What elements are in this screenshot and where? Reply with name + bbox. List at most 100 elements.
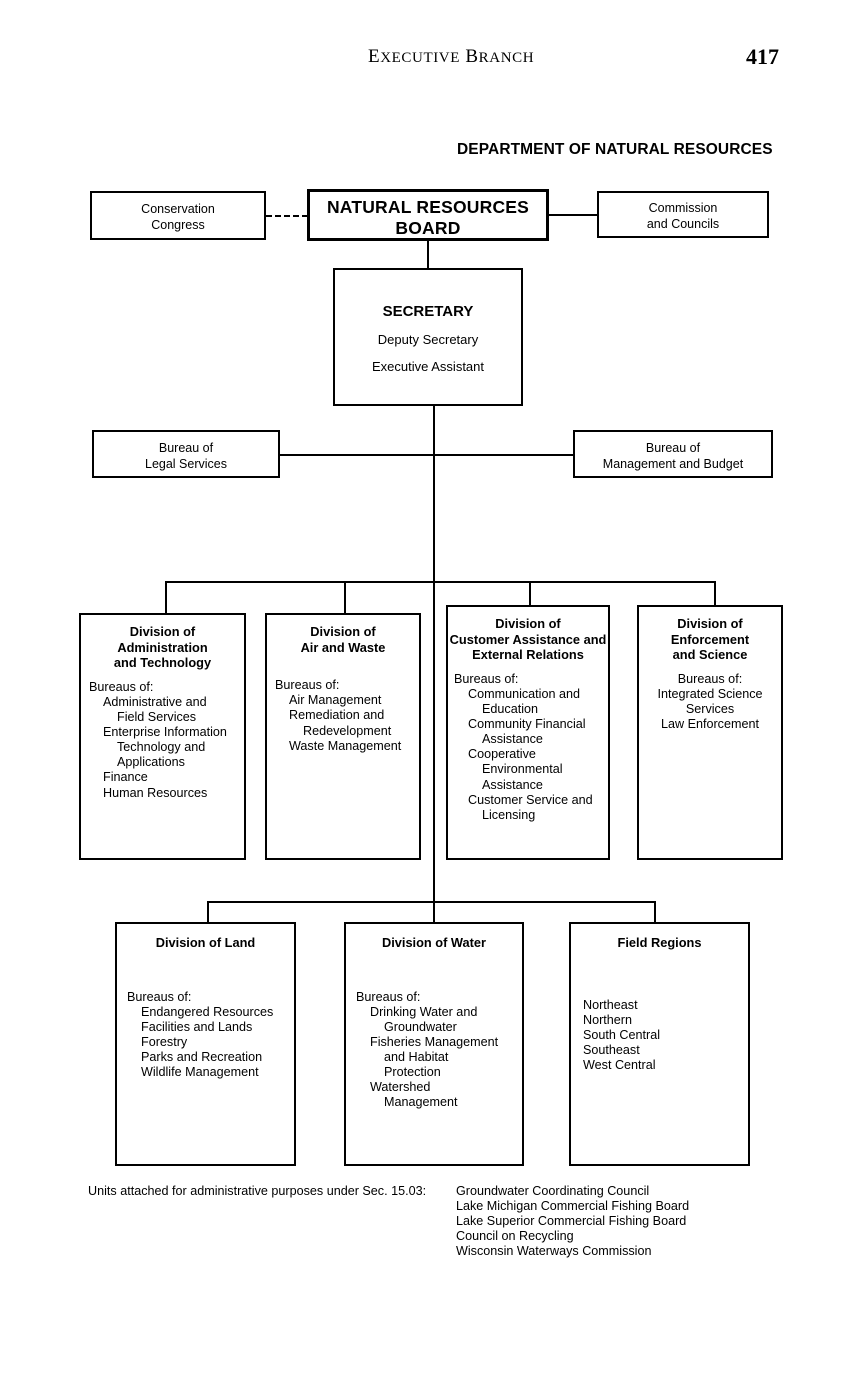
footnote-unit: Lake Michigan Commercial Fishing Board bbox=[456, 1198, 690, 1213]
division-title-line: and Science bbox=[672, 647, 748, 663]
bureau-item: South Central bbox=[583, 1027, 661, 1042]
bureaus-of-label: Bureaus of: bbox=[89, 679, 154, 694]
box-bureau-legal-services[interactable]: Bureau of Legal Services bbox=[92, 430, 280, 478]
bureau-item-continuation: Education bbox=[482, 702, 539, 717]
division-title-line: Air and Waste bbox=[300, 639, 386, 655]
conservation-congress-line2: Congress bbox=[151, 218, 205, 232]
division-title-line: Field Regions bbox=[617, 935, 702, 950]
box-commission-and-councils[interactable]: Commission and Councils bbox=[597, 191, 769, 238]
division-title: Field Regions bbox=[571, 935, 748, 951]
bureau-item-continuation: Groundwater bbox=[384, 1019, 457, 1034]
bureau-item-continuation: and Habitat bbox=[384, 1050, 449, 1065]
bureau-item: Wildlife Management bbox=[141, 1065, 259, 1080]
division-title-line: External Relations bbox=[472, 647, 584, 663]
bureau-item: Southeast bbox=[583, 1042, 640, 1057]
connector-drop-division-enforcement bbox=[714, 581, 716, 605]
footnote-unit: Lake Superior Commercial Fishing Board bbox=[456, 1213, 687, 1228]
connector-main-spine bbox=[433, 406, 435, 904]
bureau-item: Finance bbox=[103, 770, 148, 785]
connector-drop-division-customer-assistance bbox=[529, 581, 531, 605]
secretary-deputy: Deputy Secretary bbox=[377, 332, 479, 348]
footnote-unit: Groundwater Coordinating Council bbox=[456, 1184, 650, 1198]
box-natural-resources-board[interactable]: NATURAL RESOURCES BOARD bbox=[307, 189, 549, 241]
bureau-item-continuation: Assistance bbox=[482, 732, 543, 747]
connector-bus-row2 bbox=[207, 901, 655, 903]
box-secretary[interactable]: SECRETARY Deputy Secretary Executive Ass… bbox=[333, 268, 523, 406]
connector-drop-field-regions bbox=[654, 901, 656, 923]
chart-title: DEPARTMENT OF NATURAL RESOURCES bbox=[457, 141, 773, 158]
connector-drop-division-land bbox=[207, 901, 209, 923]
bureau-item-continuation: Licensing bbox=[482, 807, 536, 822]
running-head: EXECUTIVE BRANCH bbox=[368, 46, 534, 68]
division-title-line: Division of bbox=[310, 624, 376, 639]
bureaus-of-label: Bureaus of: bbox=[275, 678, 340, 693]
running-head-part-2: XECUTIVE bbox=[380, 50, 461, 66]
division-title-line: and Technology bbox=[113, 655, 212, 671]
running-head-part-4: RANCH bbox=[478, 50, 535, 66]
running-head-part-3: B bbox=[465, 46, 479, 67]
footnote-unit: Wisconsin Waterways Commission bbox=[456, 1243, 652, 1258]
bureau-item: Northeast bbox=[583, 997, 638, 1012]
division-title-line: Division of bbox=[129, 624, 196, 639]
bureau-item-continuation: Technology and bbox=[117, 740, 206, 755]
connector-drop-division-administration bbox=[165, 581, 167, 613]
bureau-item: Human Resources bbox=[103, 785, 208, 800]
footnote-label: Units attached for administrative purpos… bbox=[88, 1184, 427, 1198]
bureau-item-continuation: Redevelopment bbox=[303, 723, 392, 738]
box-division-water[interactable]: Division of Water Bureaus of:Drinking Wa… bbox=[344, 922, 524, 1166]
connector-drop-division-air-waste bbox=[344, 581, 346, 613]
bureau-item: Air Management bbox=[289, 693, 382, 708]
bureau-item: West Central bbox=[583, 1058, 656, 1073]
bureaus-of-label: Bureaus of: bbox=[356, 989, 421, 1004]
conservation-congress-line1: Conservation bbox=[141, 202, 215, 216]
box-bureau-management-budget[interactable]: Bureau of Management and Budget bbox=[573, 430, 773, 478]
bureaus-of-label: Bureaus of: bbox=[454, 671, 519, 686]
management-budget-line2: Management and Budget bbox=[602, 457, 744, 471]
footnote-unit: Council on Recycling bbox=[456, 1228, 574, 1243]
bureau-item-continuation: Protection bbox=[384, 1065, 441, 1080]
division-title-line: Customer Assistance and bbox=[449, 631, 607, 647]
connector-bus-row1 bbox=[165, 581, 716, 583]
running-head-part-1: E bbox=[368, 46, 381, 67]
division-title: Division of Land bbox=[117, 935, 294, 951]
box-division-land[interactable]: Division of Land Bureaus of:Endangered R… bbox=[115, 922, 296, 1166]
box-conservation-congress[interactable]: Conservation Congress bbox=[90, 191, 266, 240]
bureau-item: Endangered Resources bbox=[141, 1004, 274, 1019]
bureau-item-continuation: Applications bbox=[117, 755, 185, 770]
connector-board-secretary bbox=[427, 241, 429, 268]
division-title-line: Division of Land bbox=[155, 935, 256, 950]
division-title: Division of Water bbox=[346, 935, 522, 951]
bureau-item-continuation: Field Services bbox=[117, 710, 197, 725]
connector-spine-legal-services bbox=[280, 454, 434, 456]
